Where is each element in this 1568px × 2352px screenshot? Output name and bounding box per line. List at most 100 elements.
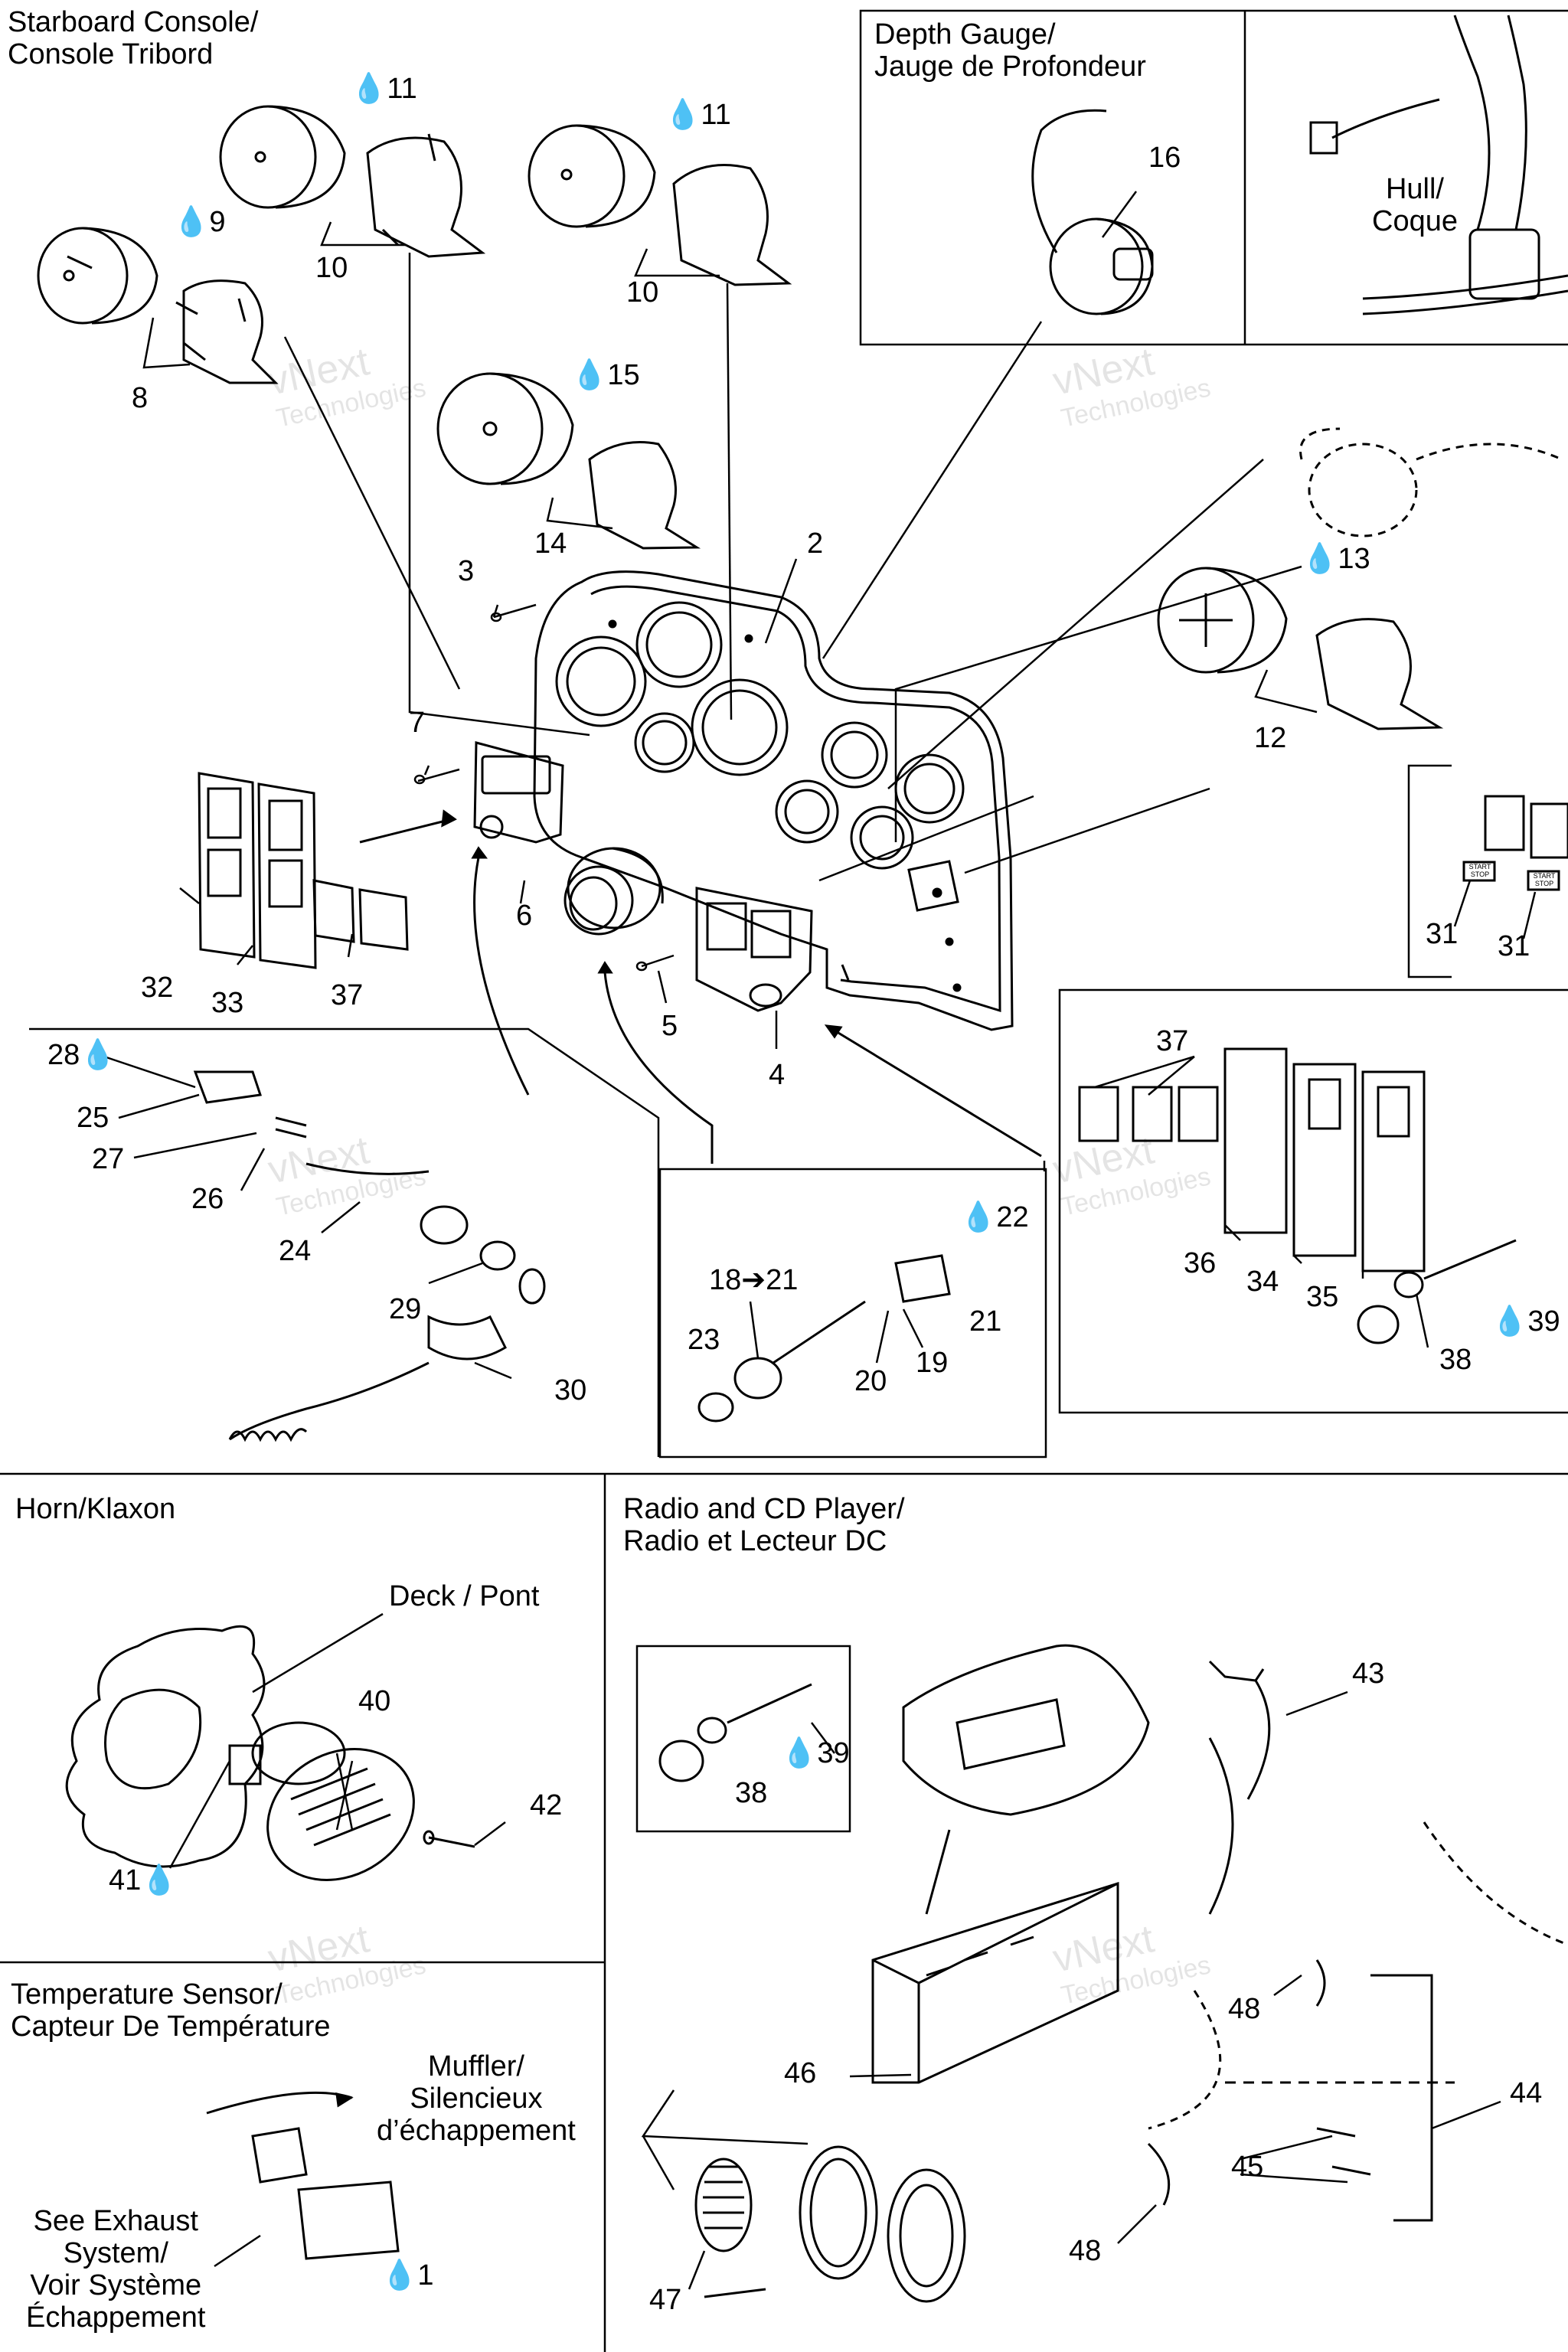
gauge-15 (436, 372, 574, 485)
part-label-1: 💧1 (381, 2260, 433, 2291)
oil-drop-icon: 💧 (1302, 543, 1338, 575)
label-deck: Deck / Pont (389, 1580, 540, 1612)
knob-socket (564, 847, 664, 936)
gauge-bracket-10a (366, 133, 486, 258)
dashed-component (1299, 427, 1563, 537)
part-label-29: 29 (389, 1293, 422, 1325)
part-number: 11 (701, 99, 731, 131)
leader-lines (283, 253, 1302, 882)
switch-panel-group (198, 772, 409, 969)
part-label-14: 14 (534, 528, 567, 560)
oil-drop-icon: 💧 (665, 99, 701, 131)
part-label-22: 💧22 (960, 1202, 1029, 1233)
oil-drop-icon: 💧 (351, 73, 387, 105)
part-label-8: 8 (132, 382, 149, 414)
gauge-9 (37, 227, 158, 325)
part-label-38b: 38 (735, 1777, 768, 1809)
part-label-6: 6 (516, 900, 533, 932)
gauge-bracket-8 (175, 279, 279, 384)
switch-plate-6 (473, 741, 564, 844)
part-label-48b: 48 (1069, 2235, 1102, 2267)
part-label-28: 28💧 (47, 1040, 116, 1070)
label-muffler: Muffler/ Silencieux d’échappement (377, 2050, 576, 2147)
start-stop-buttons (1462, 795, 1568, 891)
part-number: 15 (607, 359, 640, 391)
part-label-33: 33 (211, 987, 244, 1019)
section-frames (0, 9, 1568, 2352)
part-number: 1 (417, 2259, 434, 2292)
part-label-37b: 37 (1156, 1025, 1189, 1057)
part-label-46: 46 (784, 2057, 817, 2089)
part-number: 11 (387, 73, 417, 105)
title-temp-sensor: Temperature Sensor/ Capteur De Températu… (11, 1978, 331, 2043)
oil-drop-icon: 💧 (173, 206, 210, 238)
part-label-34: 34 (1246, 1266, 1279, 1298)
start-stop-label: START STOP (1468, 863, 1491, 878)
part-number: 41 (109, 1864, 142, 1896)
part-number: 39 (1527, 1305, 1560, 1338)
title-horn: Horn/Klaxon (15, 1493, 176, 1525)
part-label-21: 21 (969, 1305, 1002, 1338)
part-label-11a: 💧11 (351, 74, 417, 104)
part-label-35: 35 (1306, 1281, 1339, 1313)
oil-drop-icon: 💧 (1491, 1305, 1528, 1338)
screws (413, 603, 675, 972)
part-label-47: 47 (649, 2284, 682, 2316)
part-label-41: 41💧 (109, 1865, 178, 1896)
part-label-39b: 💧39 (781, 1738, 850, 1769)
part-label-40: 40 (358, 1685, 391, 1717)
part-label-27: 27 (92, 1143, 125, 1175)
part-label-5: 5 (662, 1010, 678, 1042)
radio-cd-player (871, 1644, 1568, 2222)
speaker-grille (694, 2145, 966, 2303)
part-label-16: 16 (1148, 142, 1181, 174)
depth-gauge-16 (1031, 109, 1154, 315)
oil-drop-icon: 💧 (781, 1737, 818, 1769)
part-label-45: 45 (1231, 2151, 1264, 2183)
part-label-4: 4 (769, 1059, 786, 1091)
part-label-13: 💧13 (1302, 544, 1370, 574)
part-label-26: 26 (191, 1183, 224, 1215)
part-label-23: 23 (688, 1324, 720, 1356)
oil-drop-icon: 💧 (141, 1864, 178, 1896)
part-label-12: 12 (1254, 722, 1287, 754)
start-stop-label: START STOP (1533, 872, 1556, 887)
title-starboard-console: Starboard Console/ Console Tribord (8, 6, 259, 70)
part-label-32: 32 (141, 972, 174, 1004)
radio-accessories (658, 1660, 1326, 2206)
part-label-44: 44 (1510, 2077, 1543, 2109)
gauge-bracket-12 (1315, 618, 1444, 730)
part-label-31a: 31 (1426, 918, 1459, 950)
part-label-10b: 10 (626, 276, 659, 309)
label-leaders (99, 191, 1537, 2290)
part-label-48a: 48 (1228, 1993, 1261, 2025)
title-radio: Radio and CD Player/ Radio et Lecteur DC (623, 1493, 905, 1557)
part-label-15: 💧15 (571, 360, 640, 390)
switch-plate-4 (695, 887, 813, 1012)
part-label-31b: 31 (1498, 930, 1530, 962)
oil-drop-icon: 💧 (381, 2259, 418, 2292)
part-label-11b: 💧11 (665, 100, 731, 130)
part-label-43: 43 (1352, 1658, 1385, 1690)
gauge-bracket-14 (588, 441, 701, 550)
part-label-38a: 38 (1439, 1344, 1472, 1376)
part-label-36: 36 (1184, 1247, 1217, 1279)
part-label-7: 7 (409, 707, 426, 739)
part-label-19: 19 (916, 1347, 949, 1379)
arrows (359, 809, 1042, 1164)
part-label-24: 24 (279, 1235, 312, 1267)
horn-assembly (65, 1625, 475, 1881)
part-number: 22 (996, 1201, 1029, 1233)
part-label-10a: 10 (315, 252, 348, 284)
title-hull: Hull/ Coque (1372, 173, 1458, 237)
oil-drop-icon: 💧 (960, 1201, 997, 1233)
part-number: 9 (209, 206, 226, 238)
hull-transducer (1309, 15, 1568, 315)
lanyard-key-assembly (193, 1070, 546, 1442)
gauge-bracket-10b (672, 164, 792, 286)
part-label-9: 💧9 (173, 207, 225, 237)
oil-drop-icon: 💧 (80, 1039, 116, 1071)
gauge-11a (219, 105, 346, 209)
part-label-30: 30 (554, 1374, 587, 1406)
part-label-37a: 37 (331, 979, 364, 1011)
